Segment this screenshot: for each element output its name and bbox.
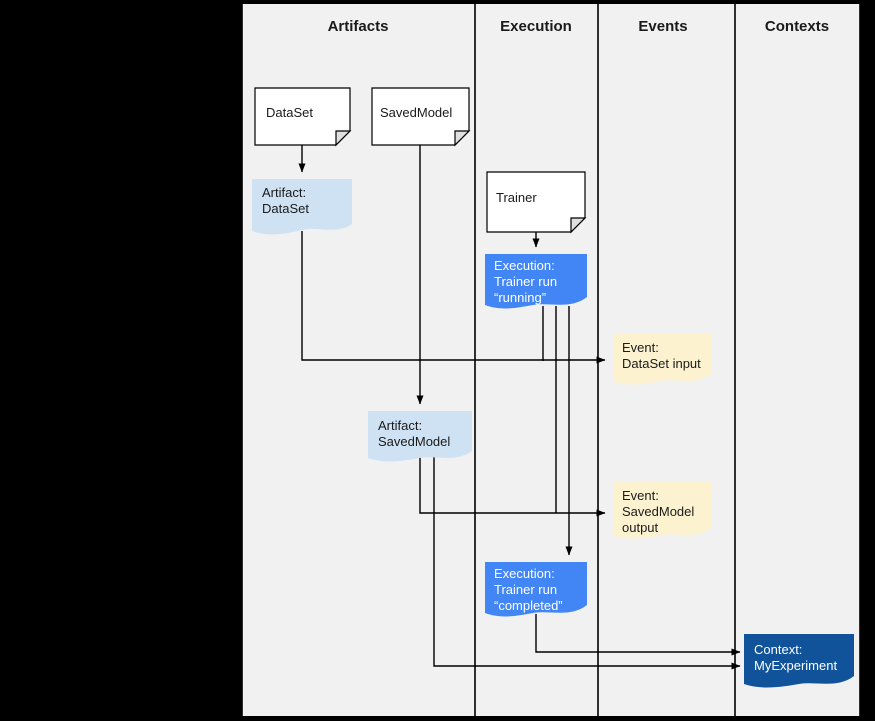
artifact-dataset-shape (252, 179, 352, 235)
edge-execution-completed-to-context (535, 614, 741, 656)
execution-completed-shape (485, 562, 587, 617)
lane-title-events: Events (638, 18, 687, 35)
node-event-dataset-input[interactable]: Event: DataSet input (613, 333, 711, 385)
execution-running-label-line3: “running” (494, 290, 546, 305)
context-myexperiment-label-line2: MyExperiment (754, 658, 837, 673)
connector-edges (298, 145, 741, 670)
lane-titles: Artifacts Execution Events Contexts (328, 18, 830, 35)
node-dataset-component[interactable]: DataSet (254, 87, 352, 147)
event-dataset-input-label-line2: DataSet input (622, 356, 701, 371)
node-artifact-dataset[interactable]: Artifact: DataSet (252, 179, 352, 235)
node-savedmodel-component[interactable]: SavedModel (371, 87, 471, 147)
dataset-component-label: DataSet (266, 105, 313, 120)
node-execution-completed[interactable]: Execution: Trainer run “completed” (485, 562, 587, 617)
context-myexperiment-shape (744, 634, 854, 688)
trainer-component-fold (570, 217, 587, 234)
execution-completed-label-line1: Execution: (494, 566, 555, 581)
event-savedmodel-output-shape (613, 482, 711, 539)
dataset-component-fold (335, 130, 352, 147)
node-event-savedmodel-output[interactable]: Event: SavedModel output (613, 482, 711, 539)
artifact-dataset-label-line2: DataSet (262, 201, 309, 216)
savedmodel-component-label: SavedModel (380, 105, 452, 120)
edge-artifact-dataset-to-event-dataset-input (301, 231, 606, 364)
trainer-component-label: Trainer (496, 190, 537, 205)
edge-artifact-savedmodel-to-context (433, 457, 741, 670)
artifact-savedmodel-shape (368, 411, 472, 462)
artifact-dataset-label-line1: Artifact: (262, 185, 306, 200)
execution-running-label-line2: Trainer run (494, 274, 557, 289)
event-savedmodel-output-label-line3: output (622, 520, 659, 535)
node-context-myexperiment[interactable]: Context: MyExperiment (744, 634, 854, 688)
node-execution-running[interactable]: Execution: Trainer run “running” (485, 254, 587, 309)
event-savedmodel-output-label-line1: Event: (622, 488, 659, 503)
artifact-savedmodel-label-line2: SavedModel (378, 434, 450, 449)
execution-running-shape (485, 254, 587, 309)
lane-title-contexts: Contexts (765, 18, 829, 35)
edge-artifact-savedmodel-to-event-savedmodel-output (419, 457, 606, 517)
execution-completed-label-line2: Trainer run (494, 582, 557, 597)
event-dataset-input-shape (613, 333, 711, 385)
savedmodel-component-fold (454, 130, 471, 147)
artifact-savedmodel-label-line1: Artifact: (378, 418, 422, 433)
event-dataset-input-label-line1: Event: (622, 340, 659, 355)
context-myexperiment-label-line1: Context: (754, 642, 802, 657)
execution-completed-label-line3: “completed” (494, 598, 563, 613)
execution-running-label-line1: Execution: (494, 258, 555, 273)
lane-title-artifacts: Artifacts (328, 18, 389, 35)
node-artifact-savedmodel[interactable]: Artifact: SavedModel (368, 411, 472, 462)
event-savedmodel-output-label-line2: SavedModel (622, 504, 694, 519)
node-trainer-component[interactable]: Trainer (486, 171, 587, 234)
lane-title-execution: Execution (500, 18, 572, 35)
